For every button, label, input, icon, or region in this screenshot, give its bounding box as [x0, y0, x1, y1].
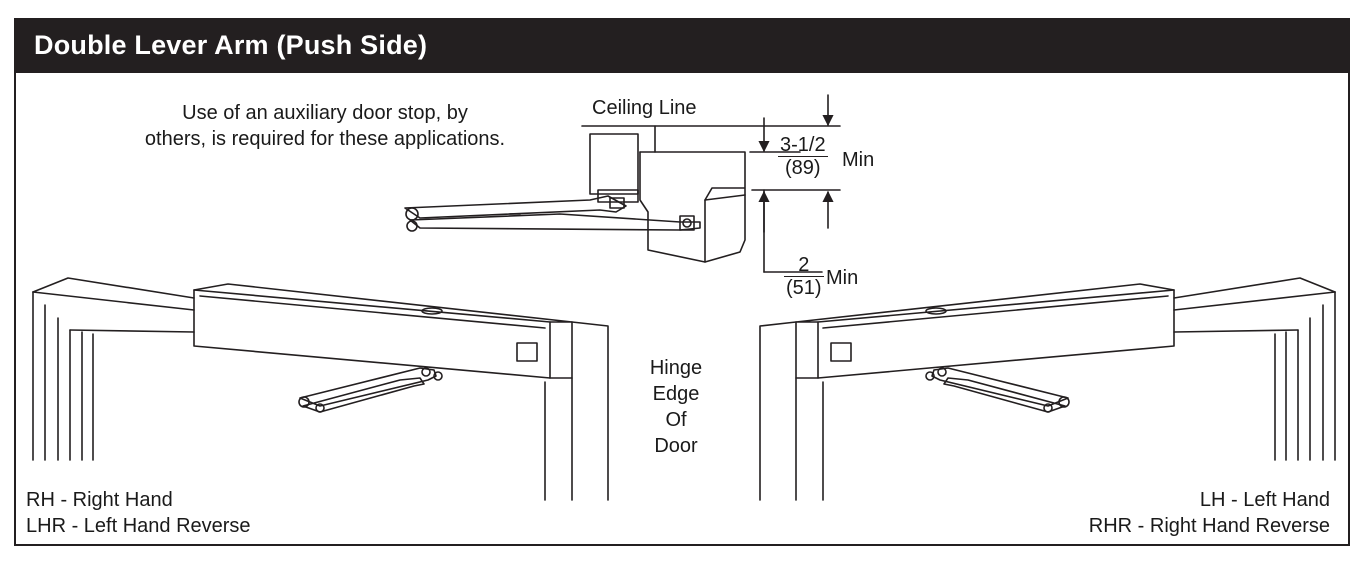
dimension-bottom-metric: (51)	[786, 277, 822, 299]
right-door-assembly	[759, 277, 1336, 501]
hinge-line-1: Hinge	[649, 357, 703, 379]
left-caption-line-2: LHR - Left Hand Reverse	[26, 515, 251, 537]
header-bar: Double Lever Arm (Push Side)	[16, 20, 1348, 73]
right-caption-line-2: RHR - Right Hand Reverse	[1088, 515, 1330, 537]
note-line-2: others, is required for these applicatio…	[144, 128, 506, 150]
dimension-top-min: Min	[842, 149, 875, 171]
dimension-top-fraction: 3-1/2 (89)	[778, 134, 828, 179]
diagram-frame: Double Lever Arm (Push Side)	[14, 18, 1350, 546]
ceiling-line-label: Ceiling Line	[592, 97, 697, 119]
hinge-edge-label: Hinge Edge Of Door	[636, 355, 716, 459]
dimension-top-metric: (89)	[785, 157, 821, 179]
hinge-line-3: Of	[665, 409, 687, 431]
diagram-title: Double Lever Arm (Push Side)	[34, 30, 428, 60]
hinge-line-2: Edge	[652, 383, 700, 405]
dimension-bottom-fraction: 2 (51)	[784, 254, 824, 299]
dimension-top-value: 3-1/2	[778, 134, 828, 157]
left-caption-line-1: RH - Right Hand	[26, 489, 173, 511]
side-detail-drawing	[404, 94, 841, 273]
hinge-line-4: Door	[654, 435, 698, 457]
dimension-bottom-value: 2	[784, 254, 824, 277]
left-door-assembly	[32, 277, 609, 501]
dimension-bottom-min: Min	[826, 267, 859, 289]
auxiliary-stop-note: Use of an auxiliary door stop, by others…	[110, 100, 540, 152]
right-caption-line-1: LH - Left Hand	[1199, 489, 1330, 511]
note-line-1: Use of an auxiliary door stop, by	[182, 102, 468, 124]
